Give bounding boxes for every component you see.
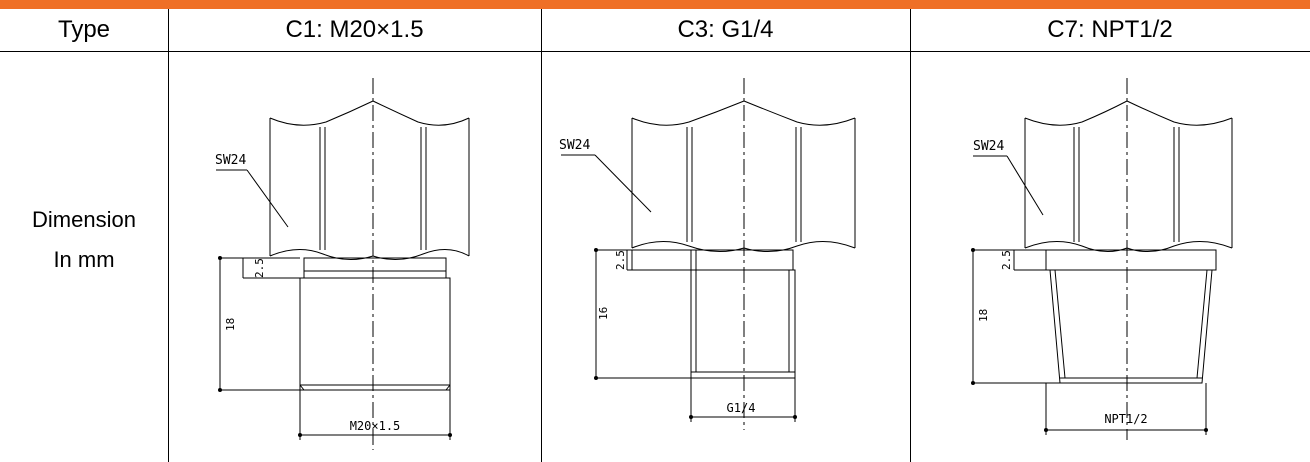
col-divider-1	[168, 9, 169, 462]
hex-bottom-curve	[1024, 241, 1233, 252]
row-label-line1: Dimension	[32, 207, 136, 232]
c7-dim-a: 2.5	[1000, 250, 1013, 270]
col-divider-3	[910, 9, 911, 462]
thread-body	[690, 269, 796, 379]
header-type: Type	[57, 16, 111, 43]
hex-bottom-curve	[631, 241, 856, 252]
c3-dim-b: 16	[597, 307, 610, 320]
drawing-c7: SW24 2.5 18 NPT1/2	[971, 78, 1233, 440]
orange-header-bar	[0, 0, 1310, 9]
collar	[631, 249, 794, 271]
hex-top-curve	[631, 100, 856, 126]
thread-body	[299, 277, 451, 391]
c3-wrench-label: SW24	[559, 138, 590, 153]
c1-thread-label: M20×1.5	[350, 419, 401, 433]
header-divider	[0, 51, 1310, 52]
row-label-dimension: Dimension In mm	[0, 200, 168, 280]
hex-bottom-curve	[269, 249, 470, 260]
c7-dim-b: 18	[977, 309, 990, 322]
col-divider-2	[541, 9, 542, 462]
c7-wrench-label: SW24	[973, 139, 1004, 154]
collar	[1045, 249, 1217, 271]
c3-dim-a: 2.5	[614, 250, 627, 270]
header-c7: C7: NPT1/2	[1047, 16, 1173, 43]
thread-body	[1049, 269, 1213, 384]
drawing-c1: SW24 2.5 18 M20×1.5	[215, 78, 470, 450]
row-label-line2: In mm	[53, 247, 115, 272]
c1-dim-b: 18	[224, 318, 237, 331]
drawing-c3: SW24 2.5 16 G1/4	[559, 78, 856, 430]
hex-top-curve	[1024, 100, 1233, 126]
header-c3: C3: G1/4	[677, 16, 774, 43]
hex-top-curve	[269, 100, 470, 126]
c3-thread-label: G1/4	[727, 401, 756, 415]
header-c1: C1: M20×1.5	[285, 16, 424, 43]
c1-dim-a: 2.5	[253, 258, 266, 278]
c1-wrench-label: SW24	[215, 153, 246, 168]
collar	[303, 257, 447, 279]
c7-thread-label: NPT1/2	[1104, 412, 1147, 426]
